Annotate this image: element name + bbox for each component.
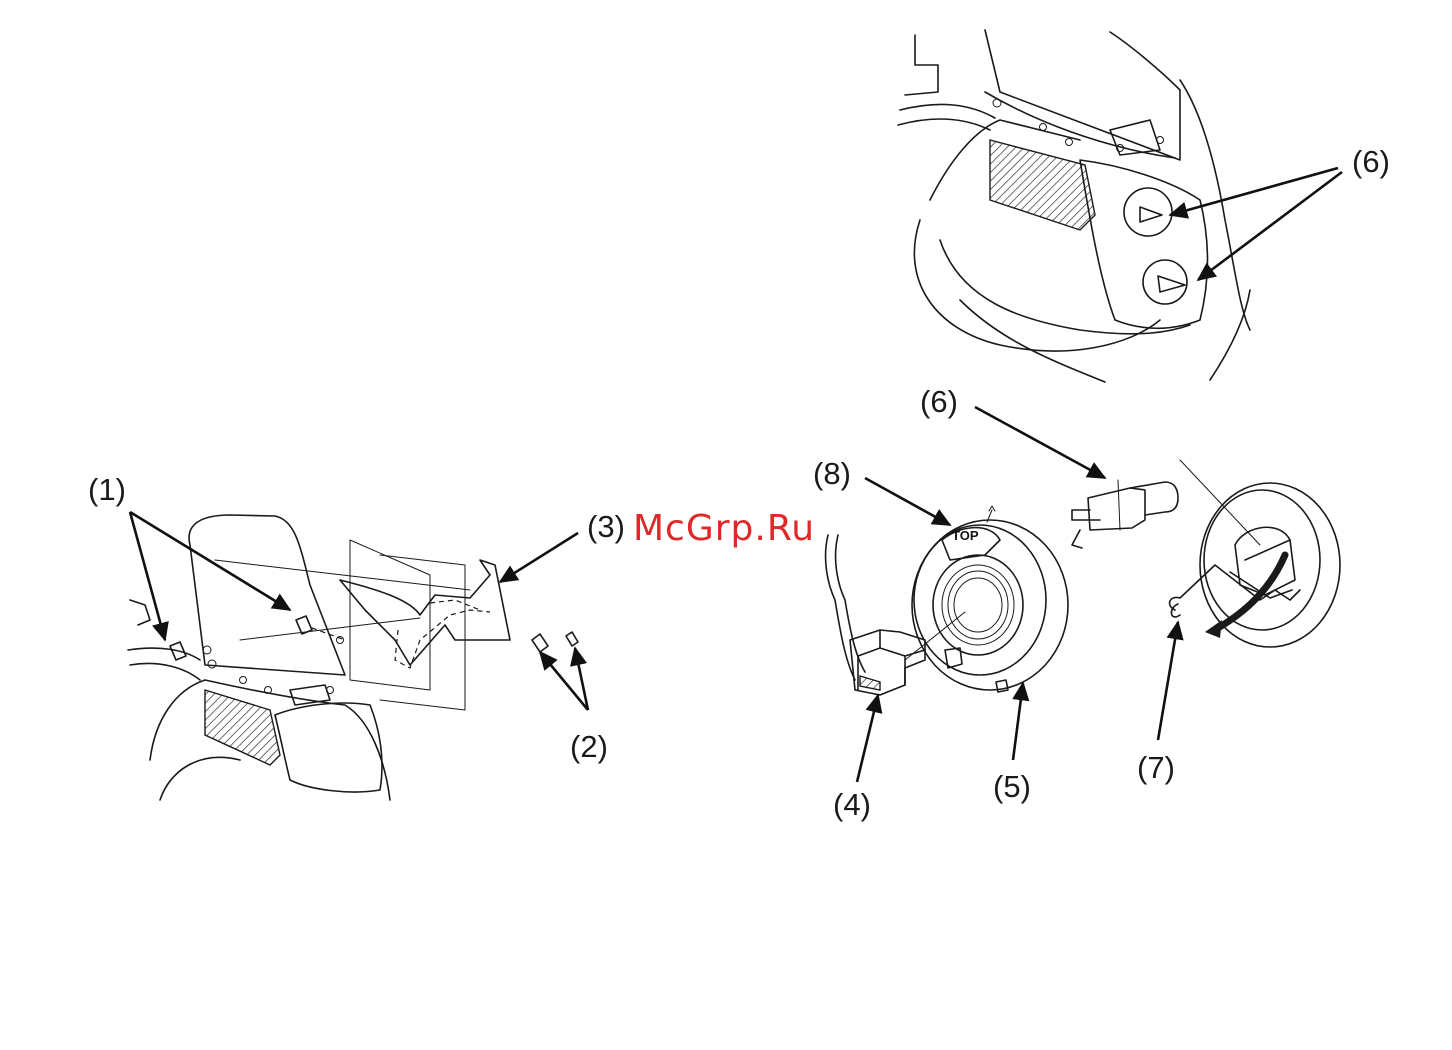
callout-4: (4) [833,787,871,822]
callout-1: (1) [88,472,126,507]
pointer-3-inner-cover [500,533,578,582]
pointer-6-upper-bulb [1170,168,1338,215]
pointer-4-socket [857,695,878,782]
windscreen-assembly-view [128,515,578,800]
front-cowl-view [898,30,1250,382]
callout-5: (5) [993,769,1031,804]
callout-2: (2) [570,729,608,764]
callout-6-mid: (6) [920,384,958,419]
pointer-7-retainer-clip [1158,622,1178,740]
watermark-logo: McGrp.Ru [633,508,815,549]
top-stamp: TOP [952,528,979,543]
bulb-socket-exploded-view: TOP [826,460,1340,695]
pointer-5-dust-cover [1013,683,1023,760]
pointer-6-bulb [975,407,1105,478]
callout-7: (7) [1137,750,1175,785]
pointer-8-top-mark [865,478,950,525]
callout-3: (3) [587,509,625,544]
callout-6-top: (6) [1352,144,1390,179]
callout-8: (8) [813,456,851,491]
